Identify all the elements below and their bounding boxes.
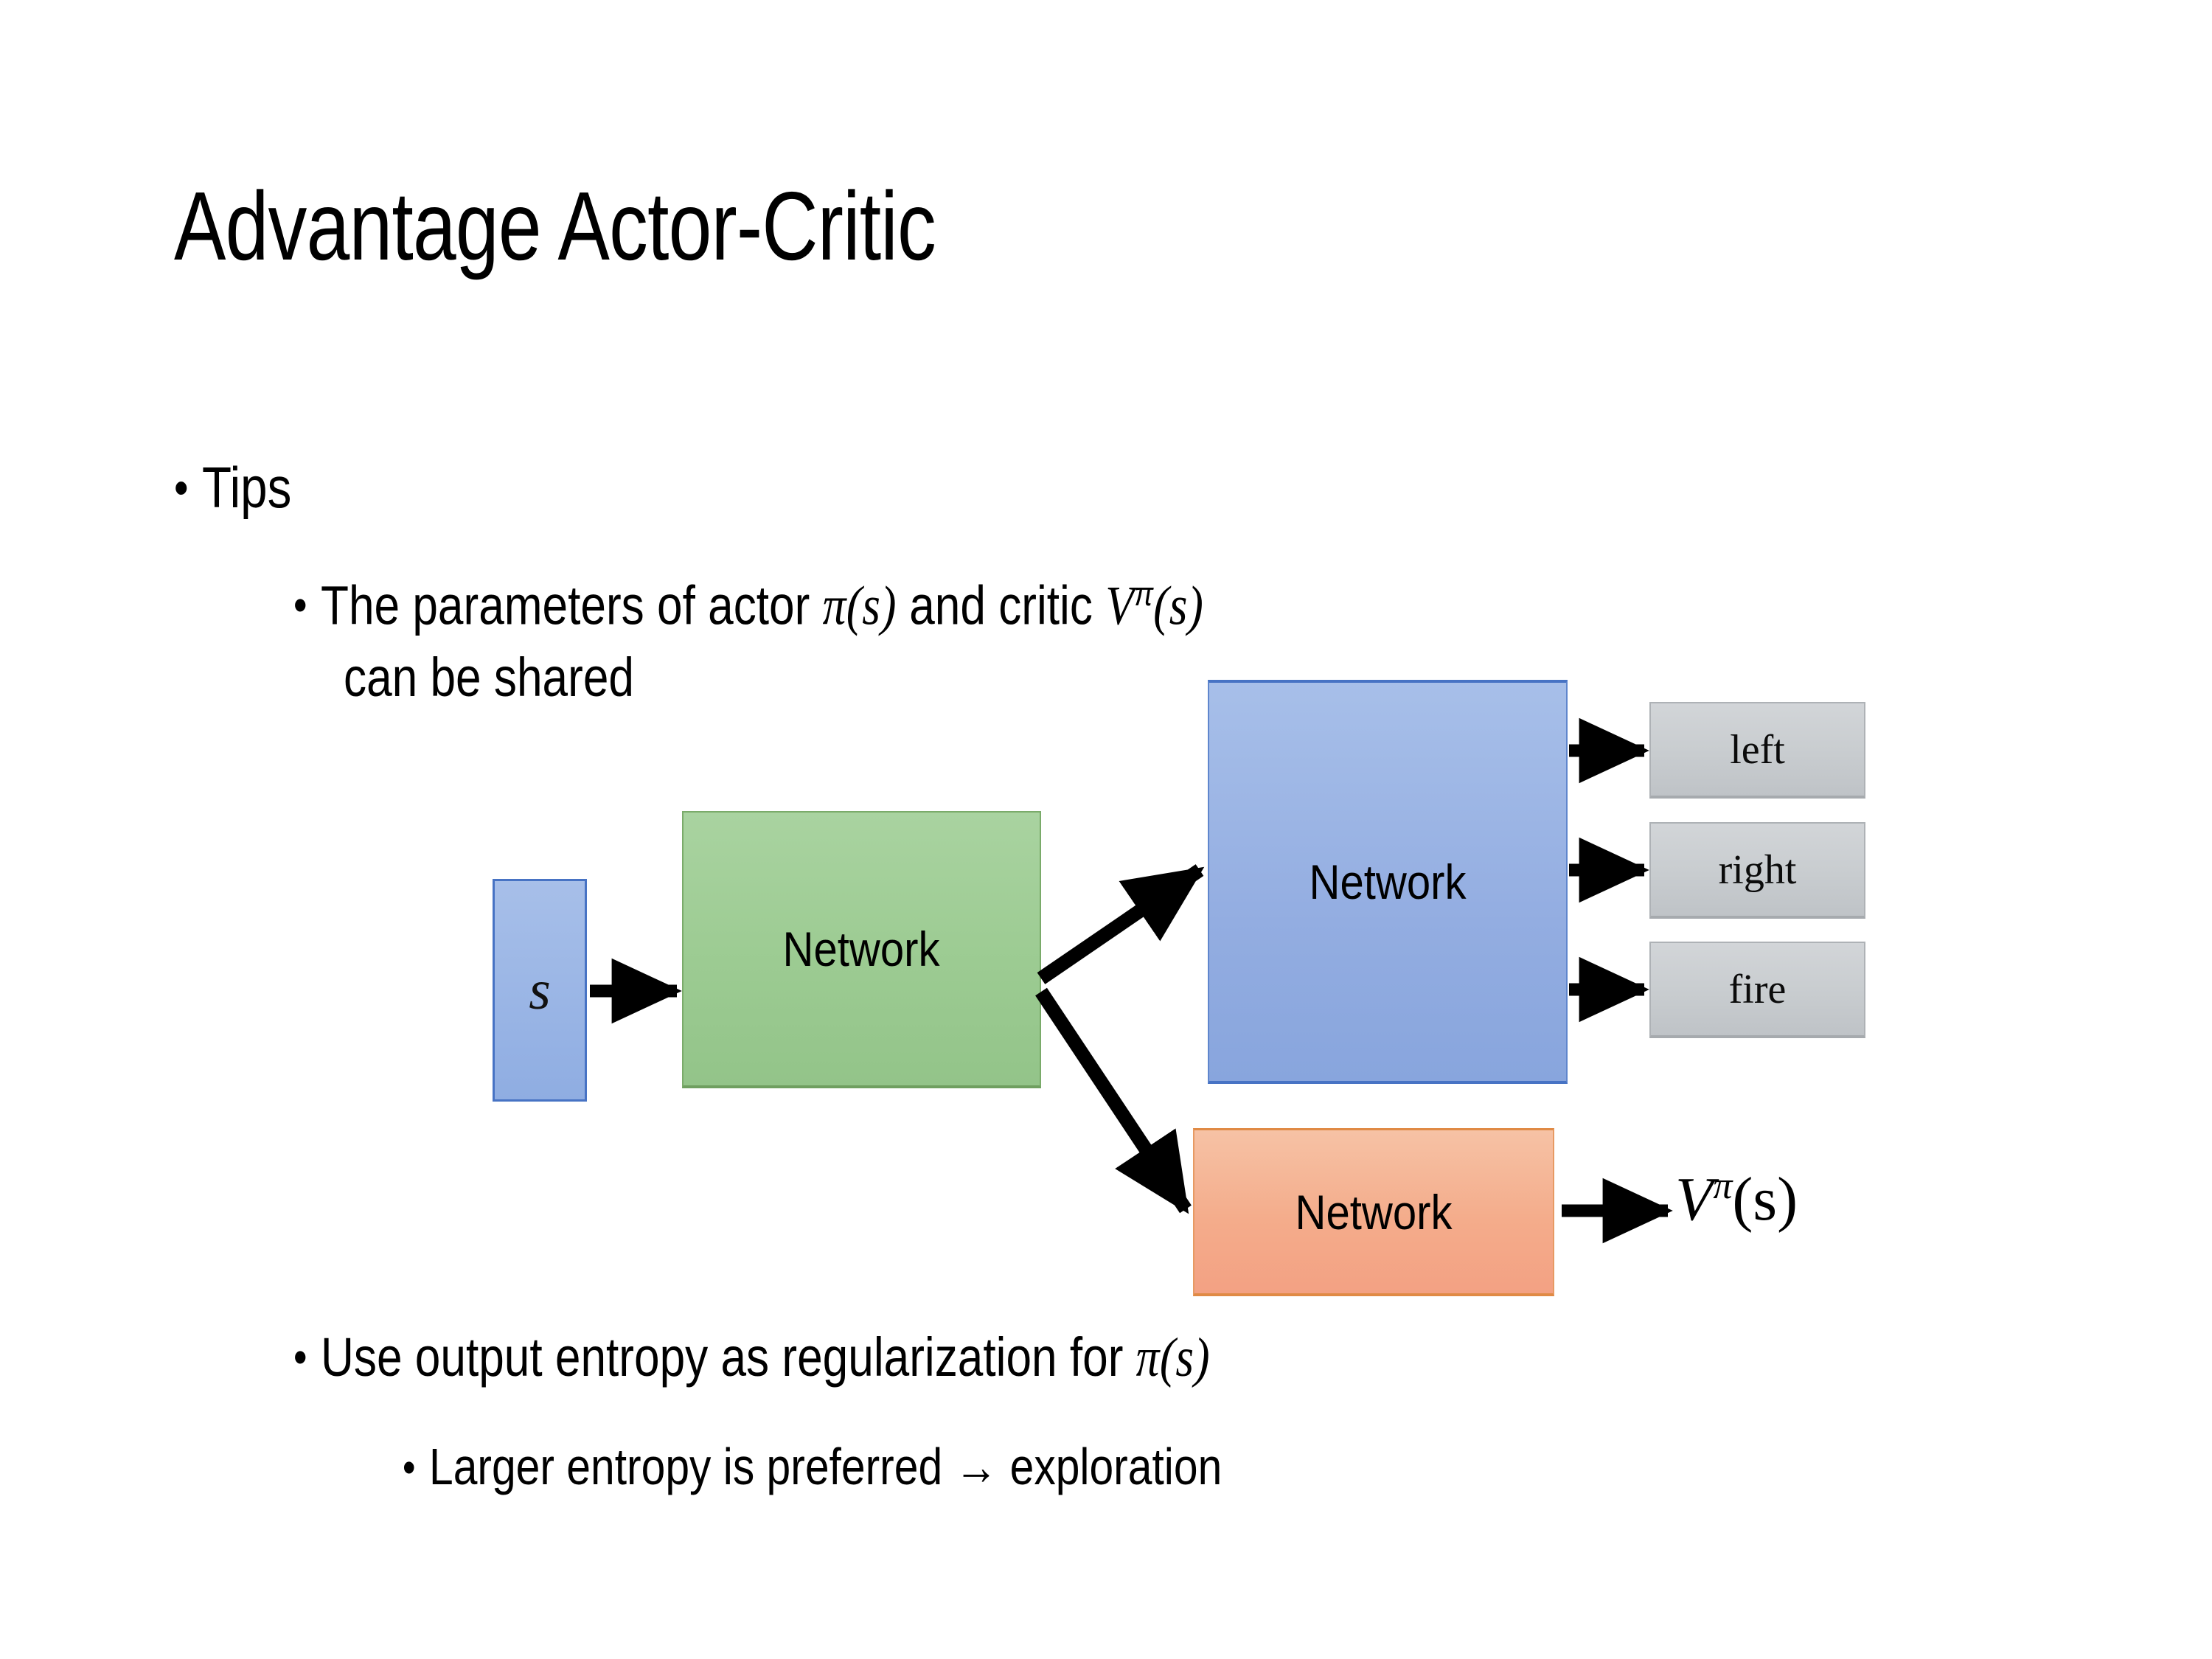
arrow-shared-to-critic — [1035, 987, 1192, 1214]
action-box-right: right — [1649, 822, 1865, 919]
critic-network-box: Network — [1193, 1128, 1554, 1296]
bullet-entropy-regularization: • Use output entropy as regularization f… — [293, 1326, 1211, 1390]
math-critic-sup: π — [1134, 574, 1154, 613]
state-input-box: s — [493, 879, 587, 1102]
math-actor-arg: (s) — [846, 575, 897, 637]
bullet-shared-parameters-text: The parameters of actor π(s) and critic … — [320, 574, 1204, 638]
critic-output-argument: (s) — [1732, 1165, 1798, 1234]
action-label-fire: fire — [1728, 966, 1787, 1012]
action-box-left: left — [1649, 702, 1865, 799]
action-label-left: left — [1730, 726, 1785, 773]
bullet-marker-icon: • — [293, 580, 307, 632]
arrow-shared-to-actor — [1037, 864, 1205, 984]
bullet-tips-label: Tips — [201, 455, 292, 520]
critic-network-label: Network — [1295, 1184, 1453, 1239]
math-critic-arg: (s) — [1153, 575, 1204, 637]
math-pi-arg: (s) — [1159, 1327, 1211, 1388]
bullet-entropy-text: Use output entropy as regularization for… — [320, 1326, 1211, 1390]
bullet-tips: • Tips — [174, 455, 292, 520]
critic-value-output-label: Vπ(s) — [1675, 1164, 1798, 1235]
state-symbol-label: s — [529, 959, 551, 1021]
text-fragment-middle: and critic — [896, 574, 1106, 636]
page-title: Advantage Actor-Critic — [174, 172, 936, 280]
bullet-shared-parameters: • The parameters of actor π(s) and criti… — [293, 574, 1204, 638]
actor-network-label: Network — [1309, 855, 1467, 909]
bullet-marker-icon: • — [403, 1441, 416, 1492]
shared-network-box: Network — [682, 811, 1041, 1088]
text-fragment-prefix: The parameters of actor — [320, 574, 823, 636]
actor-network-box: Network — [1208, 680, 1568, 1084]
shared-network-label: Network — [782, 922, 941, 976]
text-fragment-entropy-prefix: Use output entropy as regularization for — [320, 1326, 1136, 1388]
critic-output-superscript: π — [1713, 1165, 1733, 1207]
bullet-shared-parameters-continuation: can be shared — [344, 647, 634, 709]
bullet-larger-entropy-label: Larger entropy is preferred → exploratio… — [428, 1438, 1222, 1495]
bullet-marker-icon: • — [174, 460, 189, 515]
math-pi-symbol: π — [1135, 1327, 1160, 1388]
action-box-fire: fire — [1649, 942, 1865, 1038]
bullet-larger-entropy: • Larger entropy is preferred → explorat… — [403, 1438, 1222, 1495]
math-critic-v: V — [1105, 575, 1135, 637]
action-label-right: right — [1718, 846, 1797, 893]
critic-output-symbol: V — [1675, 1165, 1714, 1234]
bullet-marker-icon: • — [293, 1332, 307, 1384]
math-actor-pi: π — [822, 575, 846, 637]
bullet-continuation-label: can be shared — [344, 647, 634, 708]
